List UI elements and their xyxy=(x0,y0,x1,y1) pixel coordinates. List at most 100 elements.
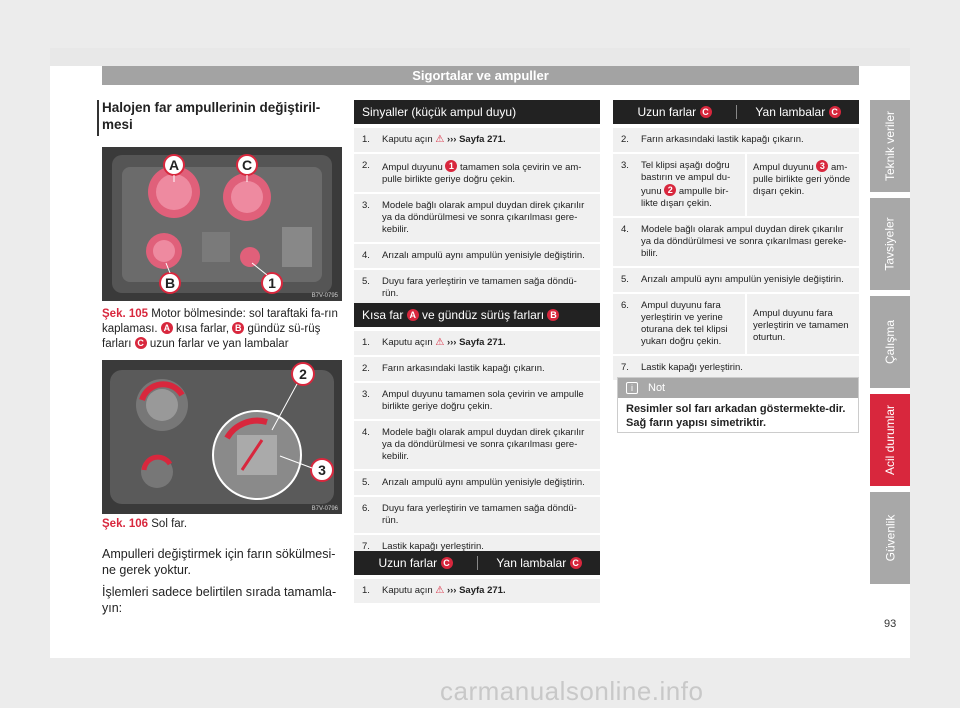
row-text: Lastik kapağı yerleştirin. xyxy=(641,362,743,373)
tab-technical-data[interactable]: Teknik veriler xyxy=(870,100,910,192)
row-text: Modele bağlı olarak ampul duydan direk ç… xyxy=(382,200,585,235)
table-row: 3. Tel klipsi aşağı doğru bastırın ve am… xyxy=(613,154,859,218)
table-row: 5. Arızalı ampulü aynı ampulün yenisiyle… xyxy=(613,268,859,294)
marker-1: 1 xyxy=(445,160,458,172)
row-text: Ampul duyunu 1 tamamen sola çevirin ve a… xyxy=(382,154,600,192)
row-number: 2. xyxy=(621,134,629,145)
table-row: 3. Ampul duyunu tamamen sola çevirin ve … xyxy=(354,383,600,421)
warning-icon: ⚠ xyxy=(435,134,445,145)
col-title: Yan lambalar xyxy=(755,105,826,119)
header-band xyxy=(50,48,910,66)
table-row: 5. Arızalı ampulü aynı ampulün yenisiyle… xyxy=(354,471,600,497)
marker-c: C xyxy=(828,106,841,118)
info-icon: i xyxy=(626,382,638,394)
figure-106-code: B7V-0796 xyxy=(312,506,339,512)
page-ref-link[interactable]: ››› Sayfa 271. xyxy=(446,337,506,348)
figure-105-label-a: A xyxy=(169,157,179,173)
tab-label: Güvenlik xyxy=(883,514,897,562)
marker-b: B xyxy=(547,309,560,321)
tab-recommendations[interactable]: Tavsiyeler xyxy=(870,198,910,290)
table-row: 1. Kaputu açın ⚠ ››› Sayfa 271. xyxy=(354,579,600,605)
row-number: 5. xyxy=(621,274,629,285)
figure-105: A C B 1 B7V-0795 xyxy=(102,147,342,301)
row-number: 5. xyxy=(362,276,370,287)
row-number: 2. xyxy=(362,160,370,171)
page-ref-link[interactable]: ››› Sayfa 271. xyxy=(446,134,506,145)
page-number: 93 xyxy=(884,618,897,630)
row-text-part: Ampul duyunu xyxy=(753,162,814,173)
figure-106-caption: Şek. 106 Sol far. xyxy=(102,517,342,532)
row-text: Modele bağlı olarak ampul duydan direk ç… xyxy=(641,224,847,259)
headlight-rear-image: A C B 1 B7V-0795 xyxy=(102,147,342,301)
tab-operation[interactable]: Çalışma xyxy=(870,296,910,388)
tab-label: Acil durumlar xyxy=(883,404,897,476)
caption-text: Motor bölmesinde: sol taraftaki fa-rın k… xyxy=(102,308,338,335)
table-high-beam-head: Uzun farlar C Yan lambalar C xyxy=(613,100,859,124)
caption-text: uzun farlar ve yan lambalar xyxy=(149,338,289,350)
page-header: Sigortalar ve ampuller xyxy=(102,66,859,85)
row-number: 6. xyxy=(362,503,370,514)
marker-c: C xyxy=(569,557,582,569)
marker-c: C xyxy=(440,557,453,569)
row-text-part: Ampul duyunu xyxy=(382,162,443,173)
marker-a: A xyxy=(160,322,173,334)
row-number: 5. xyxy=(362,477,370,488)
row-text: Farın arkasındaki lastik kapağı çıkarın. xyxy=(382,363,545,374)
table-row: 4. Modele bağlı olarak ampul duydan dire… xyxy=(613,218,859,268)
tab-safety[interactable]: Güvenlik xyxy=(870,492,910,584)
row-number: 3. xyxy=(362,389,370,400)
body-paragraph-1: Ampulleri değiştirmek için farın sökülme… xyxy=(102,547,336,577)
row-text-part: Kaputu açın xyxy=(382,134,433,145)
table-row: 1. Kaputu açın ⚠ ››› Sayfa 271. xyxy=(354,331,600,357)
note-title: Not xyxy=(648,382,666,394)
tab-label: Çalışma xyxy=(883,319,898,365)
headlight-left-image: 2 3 B7V-0796 xyxy=(102,360,342,514)
figure-105-caption-label: Şek. 105 xyxy=(102,308,149,320)
col-title: Uzun farlar xyxy=(637,105,697,119)
figure-106-label-3: 3 xyxy=(318,462,326,478)
page-ref-link[interactable]: ››› Sayfa 271. xyxy=(446,585,506,596)
watermark: carmanualsonline.info xyxy=(440,676,704,706)
row-text-part: tamamen sola çevirin ve am-pulle birlikt… xyxy=(382,162,582,185)
marker-c: C xyxy=(699,106,712,118)
col-side-lights: Yan lambalar C xyxy=(477,556,600,570)
marker-a: A xyxy=(406,309,419,321)
note-box: i Not Resimler sol farı arkadan gösterme… xyxy=(617,377,859,433)
marker-2: 2 xyxy=(664,184,677,196)
row-text: Arızalı ampulü aynı ampulün yenisiyle de… xyxy=(382,477,585,488)
col-side-lights: Yan lambalar C xyxy=(736,105,859,119)
row-number: 1. xyxy=(362,134,370,145)
row-number: 4. xyxy=(621,224,629,235)
warning-icon: ⚠ xyxy=(435,585,445,596)
row-number: 7. xyxy=(621,362,629,373)
table-low-beam: Kısa far A ve gündüz sürüş farları B 1. … xyxy=(354,303,600,561)
row-text: Modele bağlı olarak ampul duydan direk ç… xyxy=(382,427,585,462)
figure-105-label-1: 1 xyxy=(268,275,276,291)
figure-106-label-2: 2 xyxy=(299,366,307,382)
title-part: Kısa far xyxy=(362,308,404,322)
row-text-part: Tel klipsi aşağı doğru bastırın ve ampul… xyxy=(641,160,731,197)
body-paragraph-2: İşlemleri sadece belirtilen sırada tamam… xyxy=(102,585,337,615)
row-text: Arızalı ampulü aynı ampulün yenisiyle de… xyxy=(382,250,585,261)
table-high-beam-start: Uzun farlar C Yan lambalar C 1. Kaputu a… xyxy=(354,551,600,605)
table-signals-title: Sinyaller (küçük ampul duyu) xyxy=(354,100,600,124)
row-text: Duyu fara yerleştirin ve tamamen sağa dö… xyxy=(382,276,577,299)
section-title: Halojen far ampullerinin değiştiril-mesi xyxy=(102,100,321,132)
row-text-right: Ampul duyunu 3 am-pulle birlikte geri yö… xyxy=(745,154,859,216)
table-row: 2. Farın arkasındaki lastik kapağı çıkar… xyxy=(354,357,600,383)
row-text: Lastik kapağı yerleştirin. xyxy=(382,541,484,552)
note-text: Resimler sol farı arkadan göstermekte-di… xyxy=(626,403,846,429)
tab-label: Tavsiyeler xyxy=(883,217,898,271)
table-row: 4. Modele bağlı olarak ampul duydan dire… xyxy=(354,421,600,471)
marker-3: 3 xyxy=(816,160,829,172)
tab-emergencies[interactable]: Acil durumlar xyxy=(870,394,910,486)
table-row: 1. Kaputu açın ⚠ ››› Sayfa 271. xyxy=(354,128,600,154)
row-number: 3. xyxy=(621,160,629,171)
row-text: Kaputu açın ⚠ ››› Sayfa 271. xyxy=(382,128,600,152)
row-text-left: Tel klipsi aşağı doğru bastırın ve ampul… xyxy=(641,154,745,216)
col-high-beam: Uzun farlar C xyxy=(354,556,477,570)
caption-text: kısa farlar, xyxy=(176,323,230,335)
col-title: Yan lambalar xyxy=(496,556,567,570)
row-text: Ampul duyunu tamamen sola çevirin ve amp… xyxy=(382,389,584,412)
row-number: 2. xyxy=(362,363,370,374)
